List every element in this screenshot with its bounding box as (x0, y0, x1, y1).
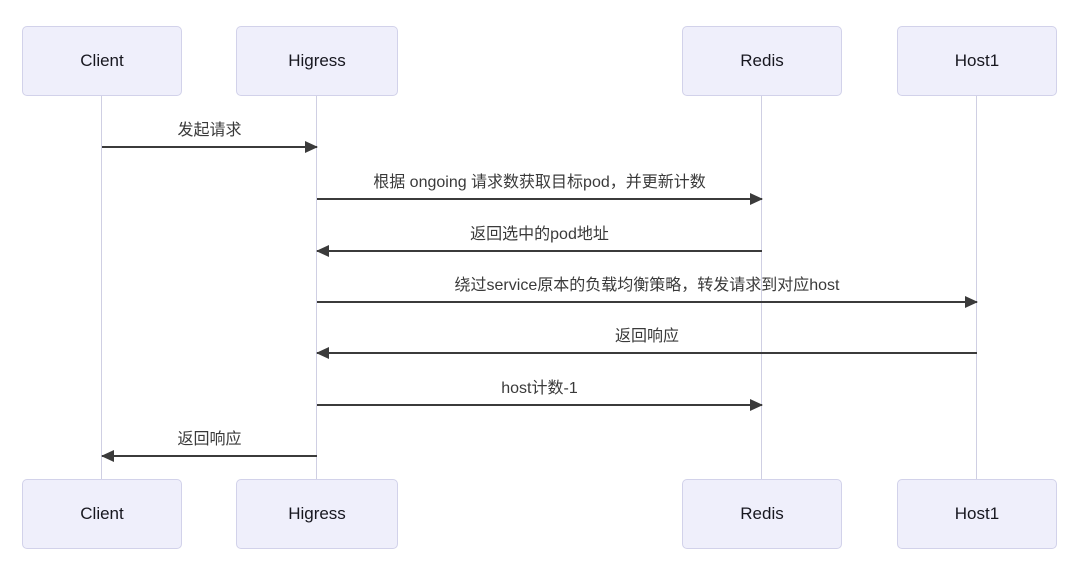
participant-higress-bottom: Higress (236, 479, 398, 549)
participant-client-bottom: Client (22, 479, 182, 549)
arrow-left (101, 450, 317, 462)
arrow-right (317, 193, 763, 205)
arrowhead-icon (750, 399, 763, 411)
message-host-count-minus-1: host计数-1 (317, 376, 763, 411)
participant-higress-top: Higress (236, 26, 398, 96)
lifeline-redis (761, 96, 762, 479)
message-label: 返回选中的pod地址 (470, 226, 609, 243)
participant-redis-top: Redis (682, 26, 842, 96)
arrowhead-icon (305, 141, 318, 153)
arrow-left (316, 245, 762, 257)
arrowhead-icon (965, 296, 978, 308)
message-get-target-pod: 根据 ongoing 请求数获取目标pod，并更新计数 (317, 170, 763, 205)
message-client-response: 返回响应 (101, 427, 317, 462)
message-request: 发起请求 (102, 118, 318, 153)
lifeline-host1 (976, 96, 977, 479)
message-label: 返回响应 (614, 328, 679, 345)
arrowhead-icon (316, 347, 329, 359)
message-return-pod-address: 返回选中的pod地址 (316, 222, 762, 257)
participant-label: Host1 (954, 504, 1000, 523)
message-label: 根据 ongoing 请求数获取目标pod，并更新计数 (373, 174, 706, 191)
arrowhead-icon (101, 450, 114, 462)
participant-label: Higress (288, 504, 346, 523)
arrowhead-icon (750, 193, 763, 205)
message-host-response: 返回响应 (316, 324, 977, 359)
participant-host1-bottom: Host1 (897, 479, 1057, 549)
arrow-right (317, 296, 978, 308)
participant-label: Client (80, 504, 124, 523)
message-label: 发起请求 (177, 122, 242, 139)
participant-label: Client (80, 51, 124, 70)
message-label: 返回响应 (177, 431, 242, 448)
participant-label: Redis (740, 504, 784, 523)
participant-label: Host1 (954, 51, 1000, 70)
arrow-right (317, 399, 763, 411)
lifeline-higress (316, 96, 317, 479)
participant-host1-top: Host1 (897, 26, 1057, 96)
lifeline-client (101, 96, 102, 479)
arrow-left (316, 347, 977, 359)
arrow-right (102, 141, 318, 153)
participant-label: Redis (740, 51, 784, 70)
participant-label: Higress (288, 51, 346, 70)
participant-redis-bottom: Redis (682, 479, 842, 549)
message-label: host计数-1 (501, 380, 578, 397)
message-label: 绕过service原本的负载均衡策略，转发请求到对应host (454, 277, 840, 294)
participant-client-top: Client (22, 26, 182, 96)
message-forward-to-host: 绕过service原本的负载均衡策略，转发请求到对应host (317, 273, 978, 308)
arrowhead-icon (316, 245, 329, 257)
